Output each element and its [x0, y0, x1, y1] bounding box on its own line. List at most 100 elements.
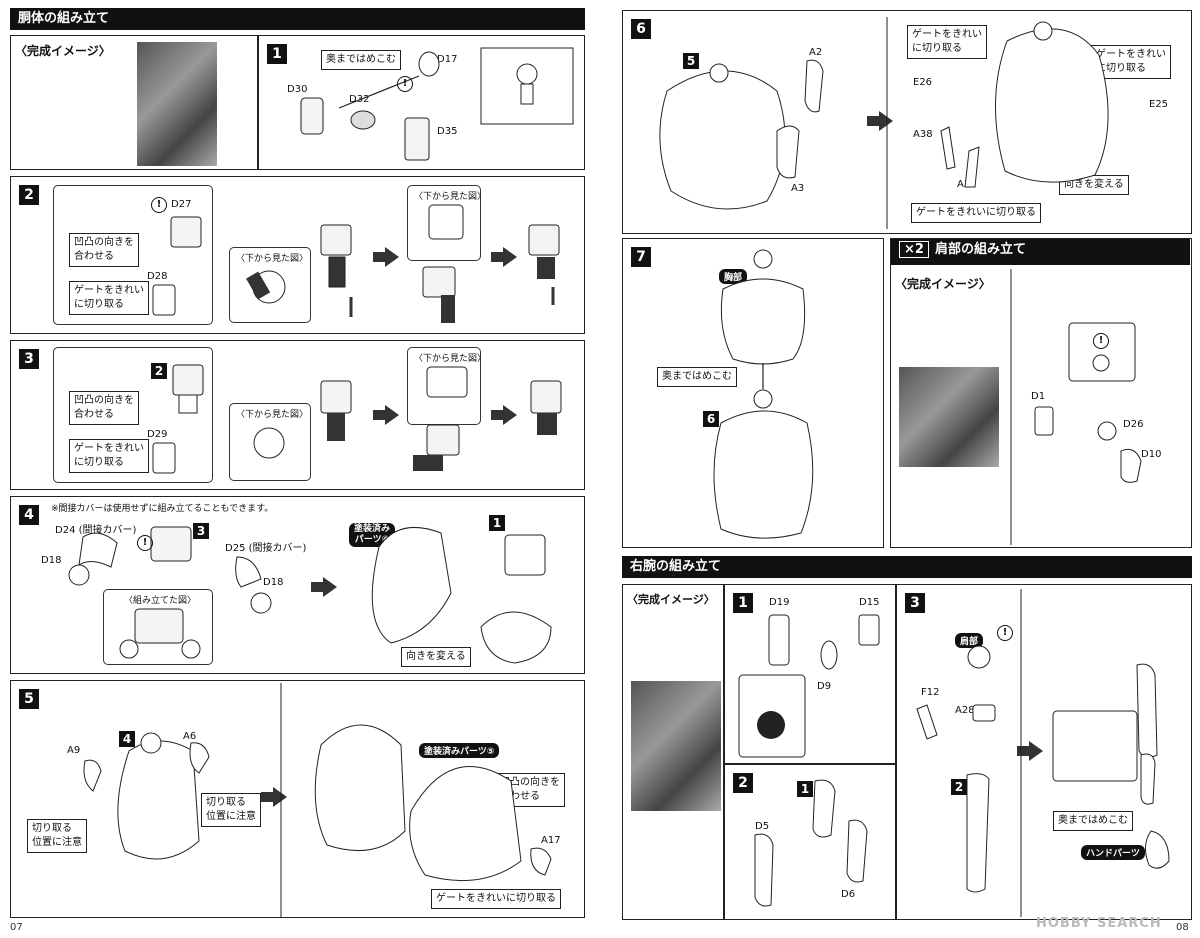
panel-step-5: 5 4 A9 A6 切り取る 位置に注意 切り取る 位置に注意 塗装済みパーツ⑤…: [10, 680, 585, 918]
flow-arrow-icon: [491, 405, 517, 425]
flow-arrow-icon: [1017, 741, 1043, 761]
arm-complete-photo: [631, 681, 721, 811]
push-in-callout: 奥まではめこむ: [1053, 811, 1133, 831]
complete-image-label: 〈完成イメージ〉: [627, 593, 715, 606]
multiplier-badge: ×2: [899, 241, 929, 258]
part-label: F12: [921, 687, 940, 698]
panel-arm-step-2: 2 1 D5 D6: [724, 764, 896, 920]
step4-parts-drawing: [68, 526, 552, 664]
page-number-left: 07: [10, 922, 23, 933]
part-label: D15: [859, 597, 880, 608]
panel-step-7: 7 胸部 奥まではめこむ 6: [622, 238, 884, 548]
flow-arrow-icon: [373, 247, 399, 267]
shoulder-complete-photo: [899, 367, 999, 467]
part-label: D26: [1123, 419, 1144, 430]
step-reference: 3: [193, 523, 209, 539]
note-text: ※間接カバーは使用せずに組み立てることもできます。: [51, 504, 274, 514]
step-number: 2: [19, 185, 39, 205]
panel-step-3: 3 2 D29 凹凸の向きを 合わせる ゲートをきれい に切り取る 〈下から見た…: [10, 340, 585, 490]
part-label: D28: [147, 271, 168, 282]
part-label: D19: [769, 597, 790, 608]
step7-parts-drawing: [713, 249, 814, 539]
bottom-view-label: 〈下から見た図〉: [414, 354, 487, 364]
step2-parts-drawing: [152, 204, 560, 323]
cut-position-callout: 切り取る 位置に注意: [27, 819, 87, 853]
align-callout: 凹凸の向きを 合わせる: [69, 233, 139, 267]
part-label: D27: [171, 199, 192, 210]
step-number: 3: [19, 349, 39, 369]
shoulder-header-bar: ×2 肩部の組み立て: [891, 239, 1190, 265]
page-number-right: 08: [1176, 922, 1189, 933]
step-number: 4: [19, 505, 39, 525]
caution-icon: !: [137, 535, 153, 551]
flow-arrow-icon: [261, 787, 287, 807]
step-number: 2: [733, 773, 753, 793]
step-reference: 6: [703, 411, 719, 427]
panel-complete-image: 〈完成イメージ〉: [10, 35, 258, 170]
part-label: A17: [541, 835, 561, 846]
step-reference: 2: [951, 779, 967, 795]
step-number: 1: [733, 593, 753, 613]
part-label: D10: [1141, 449, 1162, 460]
step-reference: 5: [683, 53, 699, 69]
step-number: 1: [267, 44, 287, 64]
part-label: D18: [263, 577, 284, 588]
watermark: HOBBY SEARCH: [1036, 916, 1162, 931]
gate-callout: ゲートをきれい に切り取る: [907, 25, 987, 59]
push-in-callout: 奥まではめこむ: [657, 367, 737, 387]
part-label: D18: [41, 555, 62, 566]
gate-callout: ゲートをきれいに切り取る: [431, 889, 561, 909]
part-label: D17: [437, 54, 458, 65]
part-label: D30: [287, 84, 308, 95]
painted-part-tag: 塗装済みパーツ⑤: [419, 743, 500, 758]
panel-right-arm-complete: 〈完成イメージ〉: [622, 584, 724, 920]
part-label: A38: [913, 129, 933, 140]
step3-parts-drawing: [152, 364, 562, 474]
gate-callout: ゲートをきれいに切り取る: [911, 203, 1041, 223]
flow-arrow-icon: [373, 405, 399, 425]
step5-parts-drawing: [83, 683, 552, 917]
part-label-d24: D24 (間接カバー): [55, 525, 137, 536]
part-label: D29: [147, 429, 168, 440]
step-reference: 2: [151, 363, 167, 379]
panel-step-6: 6 5 A2 A3 ゲートをきれい に切り取る ゲートをきれい に切り取る E2…: [622, 10, 1192, 234]
flow-arrow-icon: [311, 577, 337, 597]
hand-parts-tag: ハンドパーツ: [1081, 845, 1145, 860]
step-number: 3: [905, 593, 925, 613]
part-label-d25: D25 (間接カバー): [225, 543, 307, 554]
shoulder-title: 肩部の組み立て: [934, 242, 1026, 257]
caution-icon: !: [397, 76, 413, 92]
step-reference: 4: [119, 731, 135, 747]
step-number: 7: [631, 247, 651, 267]
caution-icon: !: [997, 625, 1013, 641]
assembled-view-label: 〈組み立てた図〉: [124, 596, 197, 606]
gate-callout: ゲートをきれい に切り取る: [69, 281, 149, 315]
step-reference: 1: [797, 781, 813, 797]
push-in-callout: 奥まではめこむ: [321, 50, 401, 70]
part-label: D6: [841, 889, 856, 900]
gate-callout: ゲートをきれい に切り取る: [69, 439, 149, 473]
align-callout: 凹凸の向きを 合わせる: [69, 391, 139, 425]
turn-callout: 向きを変える: [401, 647, 471, 667]
step-reference: 1: [489, 515, 505, 531]
arm-step3-drawing: [916, 589, 1170, 917]
part-label: D35: [437, 126, 458, 137]
panel-arm-step-3: 3 肩部 F12 A28 2 W2 W1 奥まではめこむ ハンドパーツ !: [896, 584, 1192, 920]
shoulder-tag: 肩部: [955, 633, 984, 648]
panel-step-1: 1 奥まではめこむ D30 D32 D17 D35 !: [258, 35, 585, 170]
bottom-view-label: 〈下から見た図〉: [236, 254, 309, 264]
part-label: A2: [809, 47, 823, 58]
panel-arm-step-1: 1 D19 D15 D9: [724, 584, 896, 764]
part-label: A28: [955, 705, 975, 716]
part-label: A3: [791, 183, 805, 194]
part-label: A9: [67, 745, 81, 756]
part-label: D5: [755, 821, 770, 832]
complete-image-label: 〈完成イメージ〉: [15, 44, 111, 58]
section-title-body: 胴体の組み立て: [10, 8, 585, 30]
step1-parts-drawing: [300, 47, 574, 161]
complete-image-photo: [137, 42, 217, 166]
part-label: E25: [1149, 99, 1169, 110]
chest-tag: 胸部: [719, 269, 748, 284]
caution-icon: !: [151, 197, 167, 213]
